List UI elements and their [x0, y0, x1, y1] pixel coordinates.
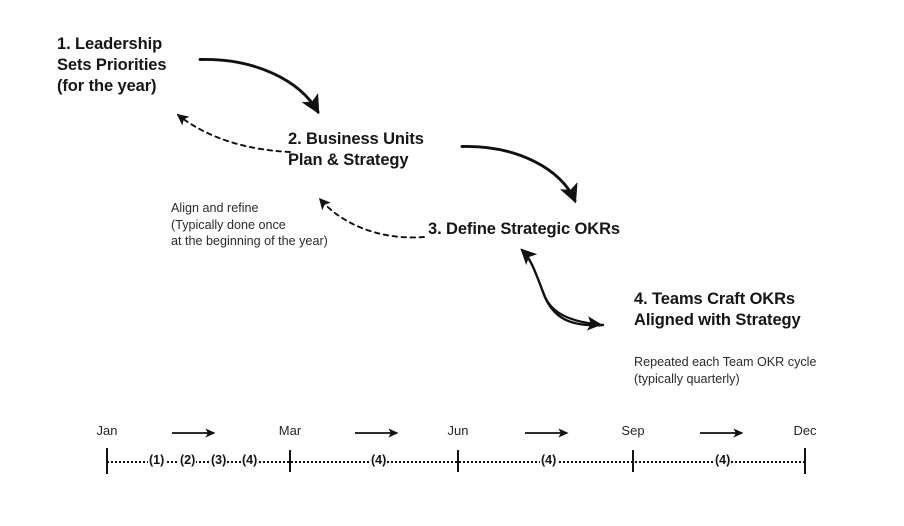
- timeline-month-dec: Dec: [793, 423, 817, 438]
- timeline-cycle-marker-4: (4): [241, 453, 259, 467]
- feedback-arrow-3-to-2: [318, 197, 425, 239]
- timeline-cycle-marker-3: (3): [210, 453, 228, 467]
- timeline-cycle-marker-7: (4): [714, 453, 732, 467]
- step-3-heading: 3. Define Strategic OKRs: [428, 220, 620, 238]
- timeline-cycle-marker-1: (1): [148, 453, 166, 467]
- timeline-end-bar: [804, 448, 806, 474]
- arrow-3-to-4-right: [541, 290, 602, 331]
- timeline-month-jan: Jan: [96, 423, 118, 438]
- align-and-refine-note: Align and refine (Typically done once at…: [171, 201, 328, 248]
- timeline-axis-line: [107, 461, 805, 463]
- timeline-start-bar: [106, 448, 108, 474]
- timeline-tick-mar: [289, 450, 291, 472]
- step-4-heading: 4. Teams Craft OKRs Aligned with Strateg…: [634, 290, 801, 329]
- timeline-month-mar: Mar: [278, 423, 302, 438]
- arrow-1-to-2: [198, 58, 320, 115]
- timeline-cycle-marker-6: (4): [540, 453, 558, 467]
- timeline-cycle-marker-2: (2): [179, 453, 197, 467]
- arrow-2-to-3: [460, 145, 578, 204]
- repeated-cycle-note: Repeated each Team OKR cycle (typically …: [634, 355, 817, 386]
- timeline-cycle-marker-5: (4): [370, 453, 388, 467]
- step-2-heading: 2. Business Units Plan & Strategy: [288, 130, 424, 169]
- timeline-tick-jun: [457, 450, 459, 472]
- step-1-heading: 1. Leadership Sets Priorities (for the y…: [57, 35, 167, 95]
- timeline-month-jun: Jun: [447, 423, 469, 438]
- feedback-arrow-2-to-1: [176, 114, 291, 153]
- timeline-tick-sep: [632, 450, 634, 472]
- timeline-month-sep: Sep: [621, 423, 645, 438]
